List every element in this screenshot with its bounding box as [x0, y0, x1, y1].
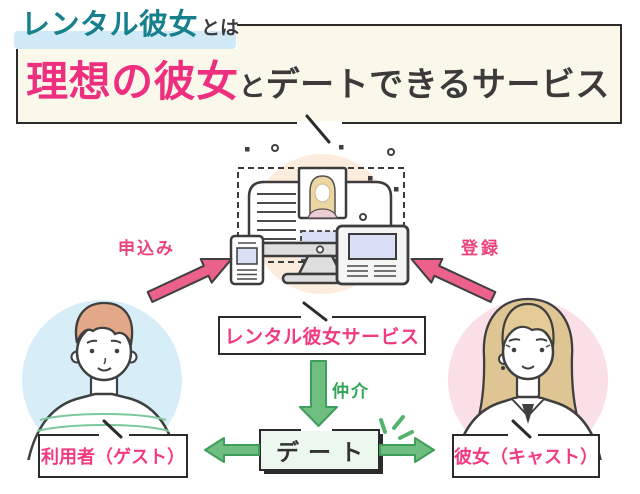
decor-dots: [245, 144, 399, 221]
cast-label: 彼女（キャスト）: [454, 447, 598, 468]
page-title-main: レンタル彼女: [21, 7, 199, 41]
register-label: 登録: [461, 239, 501, 259]
border-gap: [301, 428, 332, 431]
service-label: レンタル彼女サービス: [224, 326, 420, 348]
service-label-box: レンタル彼女サービス: [218, 316, 426, 355]
headline-highlight: 理想の彼女: [26, 57, 239, 106]
cast-label-box: 彼女（キャスト）: [452, 434, 600, 478]
date-label: デート: [276, 440, 372, 466]
headline-connector: と: [238, 72, 266, 103]
headline-rest: デートできるサービス: [265, 65, 610, 105]
guest-label-box: 利用者（ゲスト）: [38, 434, 188, 478]
border-gap: [508, 433, 538, 437]
border-gap: [297, 121, 342, 126]
date-box: デート: [259, 429, 380, 471]
apply-label: 申込み: [118, 239, 175, 259]
page-title-suffix: とは: [201, 17, 240, 39]
sparkle-icon: [379, 415, 414, 440]
service-computer-illustration: [229, 144, 410, 294]
monitor-text-lines: [257, 193, 296, 240]
monitor-button: [315, 245, 324, 254]
tablet-icon: [335, 224, 410, 286]
border-gap: [301, 315, 332, 320]
smartphone-icon: [229, 234, 265, 286]
date-left-arrow-icon: [204, 437, 260, 463]
mediate-label: 仲介: [332, 382, 370, 402]
guest-label: 利用者（ゲスト）: [41, 447, 185, 468]
monitor-stand: [296, 254, 344, 276]
page-title: レンタル彼女とは: [21, 6, 239, 42]
date-right-arrow-icon: [379, 437, 435, 463]
headline: 理想の彼女とデートできるサービス: [18, 57, 618, 106]
profile-card-icon: [297, 166, 348, 220]
title-highlight-band: [14, 31, 236, 49]
border-gap: [99, 433, 129, 437]
